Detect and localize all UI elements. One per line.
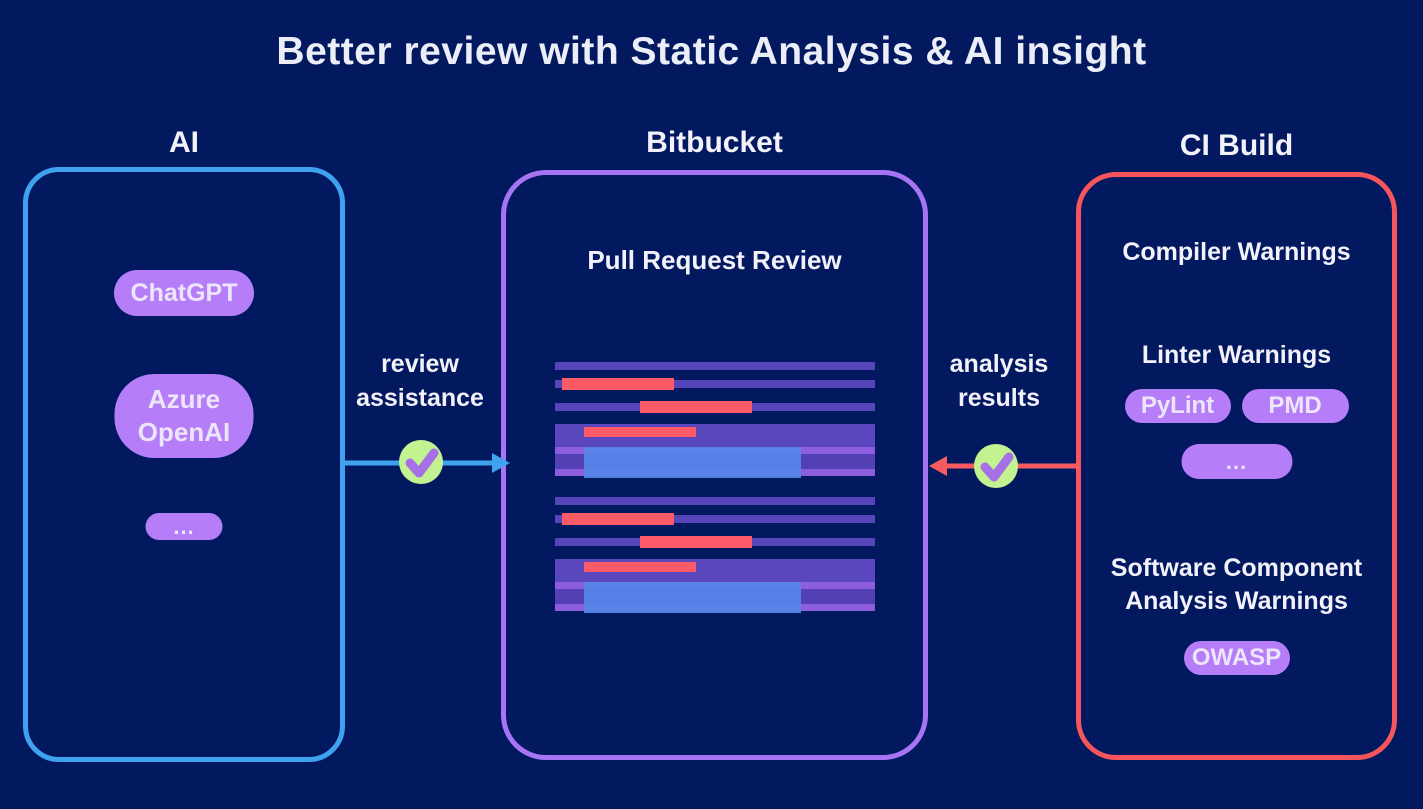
page-title: Better review with Static Analysis & AI … — [276, 30, 1147, 73]
ci-panel-title: CI Build — [1179, 129, 1294, 162]
diff-row-thin — [555, 497, 875, 505]
diff-blue-selection — [584, 447, 801, 478]
diff-row-stripes — [555, 582, 875, 613]
ai-panel: ChatGPT Azure OpenAI ... — [23, 167, 345, 762]
pylint-pill: PyLint — [1124, 389, 1231, 423]
ai-panel-title: AI — [169, 126, 199, 159]
ci-build-panel: Compiler Warnings Linter Warnings PyLint… — [1076, 172, 1397, 760]
bitbucket-panel-title: Bitbucket — [646, 126, 783, 159]
diff-row-thick — [555, 424, 875, 447]
diff-row-thin — [555, 378, 875, 390]
linter-pill-row: PyLint PMD — [1081, 389, 1392, 423]
diff-red-highlight — [640, 536, 752, 548]
bitbucket-panel: Pull Request Review — [501, 170, 928, 760]
diff-red-highlight — [562, 513, 674, 525]
diff-row-thick — [555, 559, 875, 582]
diff-row-thin — [555, 536, 875, 548]
analysis-results-arrow-icon — [929, 444, 1079, 488]
more-linters-pill: ... — [1181, 444, 1292, 479]
diff-red-highlight — [584, 562, 696, 572]
pull-request-review-heading: Pull Request Review — [587, 245, 842, 275]
chatgpt-pill: ChatGPT — [114, 270, 254, 316]
review-assistance-label: review assistance — [356, 350, 484, 412]
more-ai-pill: ... — [145, 513, 223, 540]
owasp-pill: OWASP — [1183, 641, 1290, 675]
diff-row-stripes — [555, 447, 875, 478]
compiler-warnings-heading: Compiler Warnings — [1122, 238, 1351, 266]
diff-red-highlight — [562, 378, 674, 390]
check-icon — [974, 444, 1018, 488]
diff-visualization — [555, 362, 875, 632]
diff-blue-selection — [584, 582, 801, 613]
review-assistance-arrow-icon — [343, 440, 510, 484]
check-icon — [399, 440, 443, 484]
diff-group — [555, 497, 875, 613]
diff-red-highlight — [584, 427, 696, 437]
software-component-analysis-heading: Software Component Analysis Warnings — [1110, 554, 1363, 615]
diff-row-thin — [555, 513, 875, 525]
linter-warnings-heading: Linter Warnings — [1141, 341, 1332, 369]
pmd-pill: PMD — [1241, 389, 1349, 423]
diff-red-highlight — [640, 401, 752, 413]
azure-openai-pill: Azure OpenAI — [114, 374, 254, 458]
diff-row-thin — [555, 401, 875, 413]
analysis-results-label: analysis results — [949, 350, 1049, 412]
diff-group — [555, 362, 875, 478]
diff-row-thin — [555, 362, 875, 370]
